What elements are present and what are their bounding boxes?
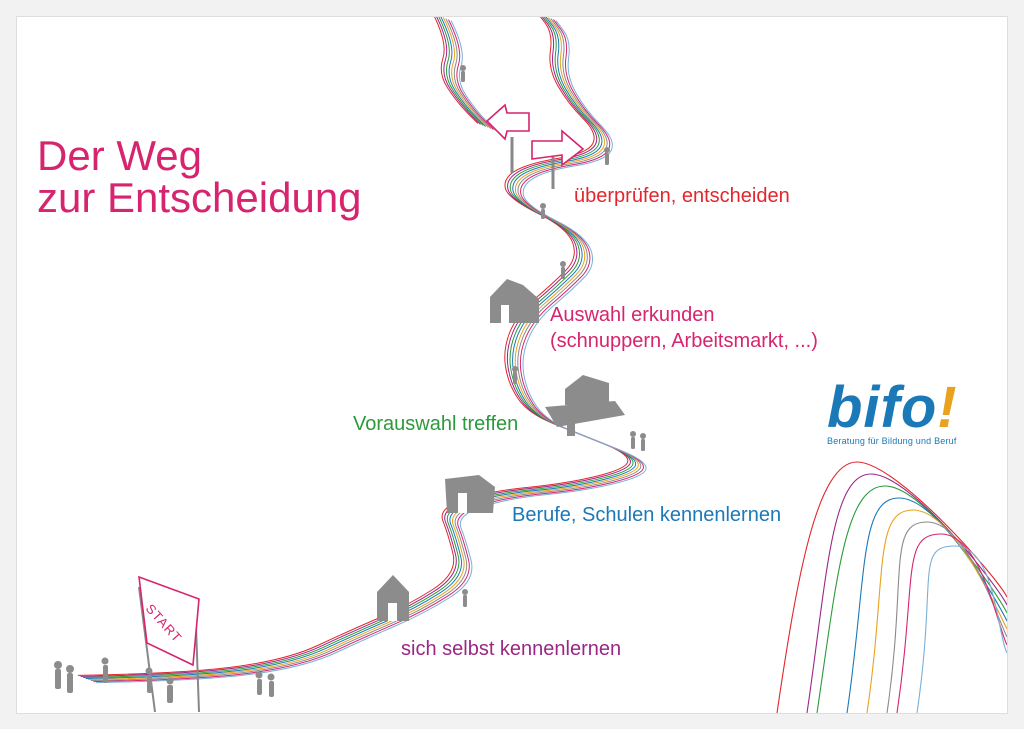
start-sign: START bbox=[138, 575, 200, 713]
corner-curve bbox=[896, 533, 1007, 713]
stage-label-auswahl: Auswahl erkunden (schnuppern, Arbeitsmar… bbox=[550, 302, 818, 354]
corner-curve bbox=[886, 521, 1007, 713]
stage-label-pruefen: überprüfen, entscheiden bbox=[574, 185, 790, 207]
path-line bbox=[85, 17, 637, 679]
path-line bbox=[77, 17, 629, 676]
people-group bbox=[54, 65, 646, 703]
winding-path-lines bbox=[77, 17, 647, 684]
house-selbst bbox=[377, 575, 409, 621]
path-line bbox=[93, 19, 645, 683]
logo-subtitle: Beratung für Bildung und Beruf bbox=[827, 436, 957, 446]
page-title: Der Weg zur Entscheidung bbox=[37, 135, 362, 219]
path-line bbox=[83, 17, 634, 678]
house-vorauswahl bbox=[545, 375, 625, 436]
path-line bbox=[448, 19, 494, 130]
poster: START bbox=[16, 16, 1008, 714]
path-line bbox=[90, 18, 642, 682]
title-line-2: zur Entscheidung bbox=[37, 174, 362, 221]
stage-label-auswahl-line1: Auswahl erkunden bbox=[550, 304, 715, 326]
stage-label-selbst: sich selbst kennenlernen bbox=[401, 638, 622, 660]
stage-label-auswahl-line2: (schnuppern, Arbeitsmarkt, ...) bbox=[550, 330, 818, 352]
corner-curve bbox=[816, 485, 1007, 713]
corner-curve bbox=[866, 509, 1007, 713]
logo-word: bifo bbox=[827, 375, 938, 440]
path-line bbox=[442, 17, 489, 128]
path-illustration: START bbox=[54, 17, 1007, 713]
path-line bbox=[434, 17, 479, 124]
path-line bbox=[80, 17, 632, 677]
path-line bbox=[88, 17, 639, 681]
corner-curve bbox=[846, 497, 1007, 713]
path-line bbox=[438, 17, 484, 126]
logo-mark: ! bbox=[937, 375, 958, 440]
stage-label-berufe: Berufe, Schulen kennenlernen bbox=[512, 504, 782, 526]
path-line bbox=[96, 20, 647, 684]
path-line bbox=[450, 20, 497, 131]
path-line bbox=[440, 17, 487, 127]
corner-curve bbox=[806, 473, 1007, 713]
decorative-curves bbox=[776, 461, 1007, 713]
direction-signs bbox=[485, 103, 585, 189]
path-line bbox=[436, 17, 481, 125]
title-line-1: Der Weg bbox=[37, 132, 202, 179]
path-line bbox=[445, 18, 492, 129]
bifo-logo: bifo! Beratung für Bildung und Beruf bbox=[827, 379, 958, 447]
house-berufe bbox=[445, 475, 495, 513]
stage-label-vorauswahl: Vorauswahl treffen bbox=[353, 413, 519, 435]
corner-curve bbox=[916, 545, 1007, 713]
house-auswahl bbox=[490, 279, 539, 323]
logo-wordmark: bifo! bbox=[827, 379, 958, 437]
